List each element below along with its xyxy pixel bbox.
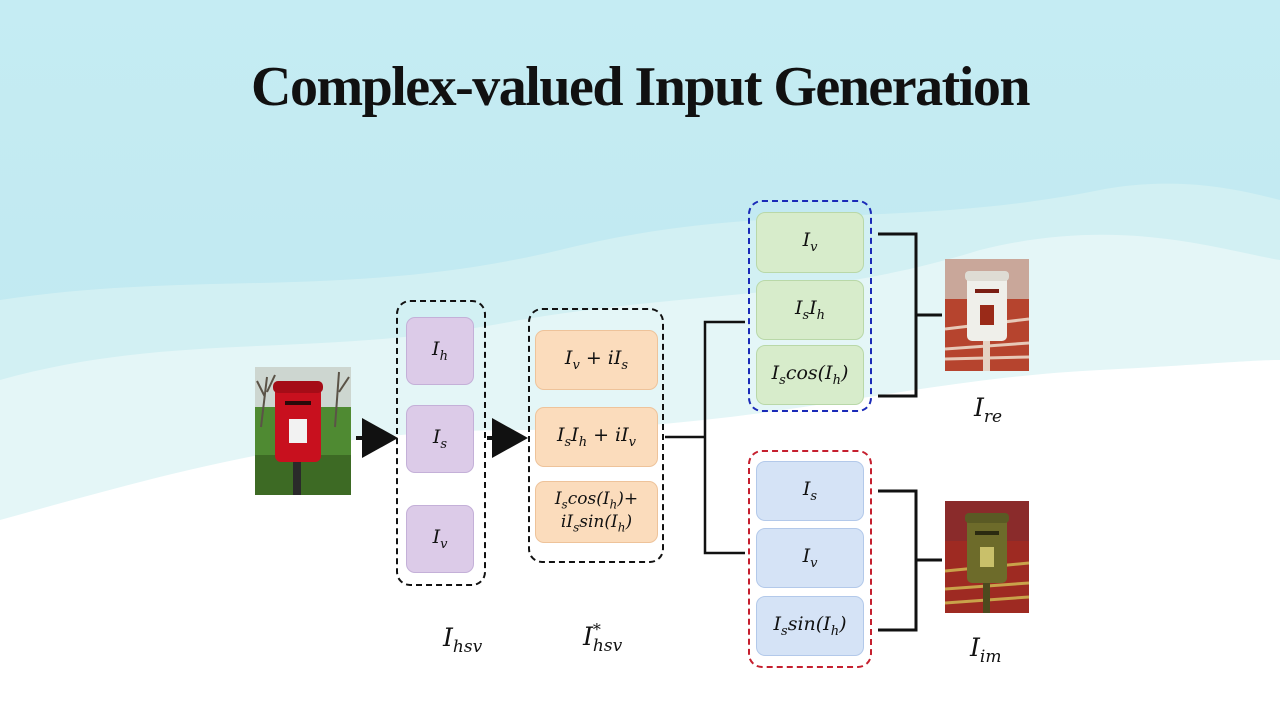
real-output-image — [945, 259, 1029, 371]
hsv-group-frame — [396, 300, 486, 586]
hsv-v-box: Iv — [406, 505, 474, 573]
branch-real — [703, 320, 745, 437]
slide-title: Complex-valued Input Generation — [251, 56, 1031, 118]
branch-imag — [703, 437, 745, 555]
bracket-imag — [878, 489, 918, 632]
label-hsv: Ihsv — [443, 623, 483, 657]
imag-box-2: Iv — [756, 528, 864, 588]
real-box-1: Iv — [756, 212, 864, 273]
imag-box-1: Is — [756, 461, 864, 521]
real-box-3: Iscos(Ih) — [756, 345, 864, 405]
complex-box-1: Iv + iIs — [535, 330, 658, 390]
real-group-frame — [748, 200, 872, 412]
postbox-imag-part-icon — [945, 501, 1029, 613]
postbox-photo-icon — [255, 367, 351, 495]
imag-output-image — [945, 501, 1029, 613]
complex-box-3: Iscos(Ih)+iIssin(Ih) — [535, 481, 658, 543]
hsv-h-box: Ih — [406, 317, 474, 385]
input-image — [255, 367, 351, 495]
imag-box-3: Issin(Ih) — [756, 596, 864, 656]
label-imag: Iim — [970, 633, 1002, 667]
postbox-real-part-icon — [945, 259, 1029, 371]
complex-box-2: IsIh + iIv — [535, 407, 658, 467]
label-hsv-star: I*hsv — [583, 620, 623, 656]
label-real: Ire — [974, 393, 1003, 427]
bracket-real — [878, 232, 918, 398]
hsv-s-box: Is — [406, 405, 474, 473]
real-box-2: IsIh — [756, 280, 864, 340]
imag-group-frame — [748, 450, 872, 668]
complex-group-frame — [528, 308, 664, 563]
